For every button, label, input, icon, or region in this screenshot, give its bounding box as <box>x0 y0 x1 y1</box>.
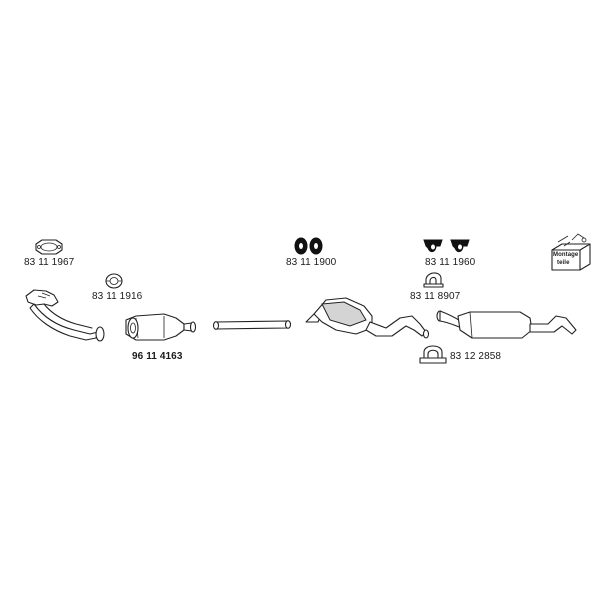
ring-seal-icon[interactable] <box>105 273 123 289</box>
part-number-ring-seal: 83 11 1916 <box>92 291 143 302</box>
mounting-kit-label-line2: teile <box>557 260 570 266</box>
u-bolt-clamp-icon[interactable] <box>419 345 447 364</box>
mounting-kit-label-line1: Montage <box>553 252 579 258</box>
pipe-clamp-icon[interactable] <box>423 272 444 288</box>
catalytic-converter-icon[interactable] <box>125 313 197 341</box>
part-number-pipe-clamp: 83 11 8907 <box>410 291 461 302</box>
part-number-u-bolt-clamp: 83 12 2858 <box>450 351 502 362</box>
middle-silencer-icon[interactable] <box>305 297 430 339</box>
straight-pipe-icon[interactable] <box>212 320 292 330</box>
part-number-hanger-brackets: 83 11 1960 <box>425 257 476 268</box>
part-number-rubber-hangers: 83 11 1900 <box>286 257 337 268</box>
part-number-catalytic-converter: 96 11 4163 <box>132 351 183 362</box>
mounting-kit-icon[interactable] <box>551 233 591 271</box>
gasket-icon[interactable] <box>35 239 63 255</box>
part-number-gasket: 83 11 1967 <box>24 257 75 268</box>
rear-silencer-icon[interactable] <box>436 310 577 339</box>
hanger-bracket-icon[interactable] <box>423 239 470 253</box>
rubber-hanger-icon[interactable] <box>294 237 323 255</box>
manifold-pipe-icon[interactable] <box>25 289 105 342</box>
